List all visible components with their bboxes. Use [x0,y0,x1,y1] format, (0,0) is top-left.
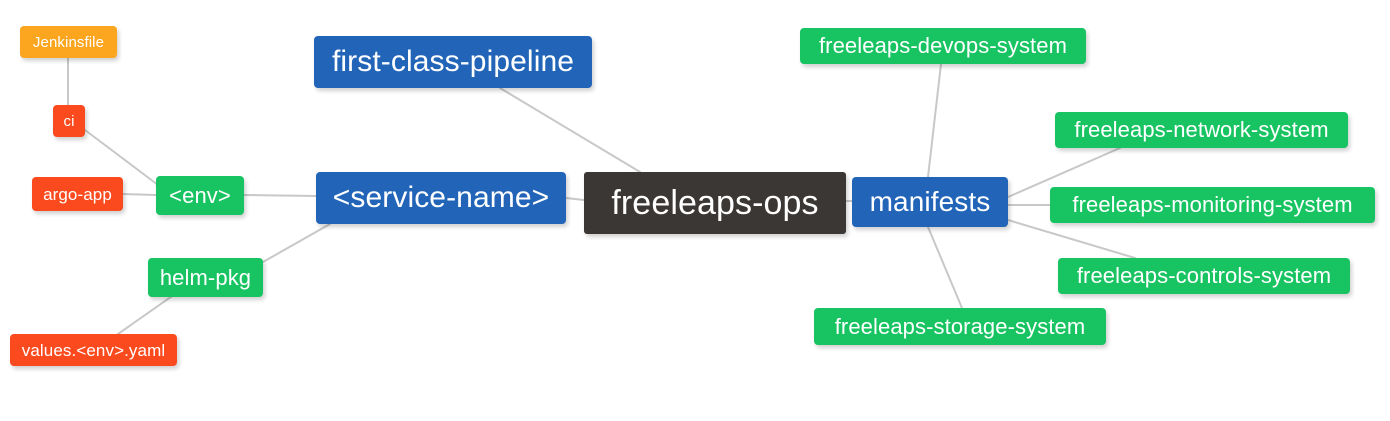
edge-manifests-to-freeleaps-devops-system [927,63,942,178]
edge-first-class-pipeline-to-freeleaps-ops [499,87,641,173]
mindmap-node-service-name[interactable]: <service-name> [316,172,566,224]
mindmap-node-values-yaml[interactable]: values.<env>.yaml [10,334,177,366]
mindmap-node-freeleaps-monitoring-system[interactable]: freeleaps-monitoring-system [1050,187,1375,223]
edge-service-name-to-freeleaps-ops [565,197,585,201]
mindmap-node-freeleaps-storage-system[interactable]: freeleaps-storage-system [814,308,1106,345]
mindmap-node-freeleaps-ops[interactable]: freeleaps-ops [584,172,846,234]
mindmap-node-freeleaps-devops-system[interactable]: freeleaps-devops-system [800,28,1086,64]
edge-helm-pkg-to-values-yaml [117,293,176,335]
mindmap-node-freeleaps-network-system[interactable]: freeleaps-network-system [1055,112,1348,148]
edge-service-name-to-helm-pkg [262,223,331,263]
mindmap-node-ci[interactable]: ci [53,105,85,137]
edge-env-to-service-name [243,194,317,197]
mindmap-node-helm-pkg[interactable]: helm-pkg [148,258,263,297]
mindmap-node-first-class-pipeline[interactable]: first-class-pipeline [314,36,592,88]
mindmap-node-argo-app[interactable]: argo-app [32,177,123,211]
mindmap-node-manifests[interactable]: manifests [852,177,1008,227]
mindmap-node-env[interactable]: <env> [156,176,244,215]
edge-manifests-to-freeleaps-storage-system [927,226,963,309]
mindmap-node-jenkinsfile[interactable]: Jenkinsfile [20,26,117,58]
edge-manifests-to-freeleaps-controls-system [1007,219,1136,259]
mindmap-node-freeleaps-controls-system[interactable]: freeleaps-controls-system [1058,258,1350,294]
edge-argo-app-to-env [122,193,157,196]
